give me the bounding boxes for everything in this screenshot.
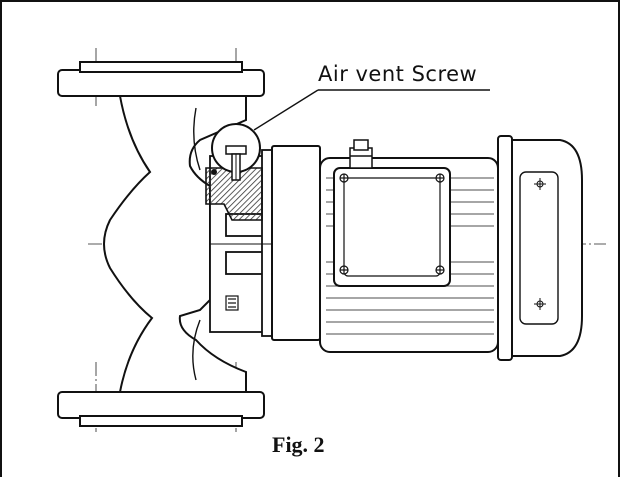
callout-leader (253, 89, 490, 131)
terminal-box (333, 167, 451, 287)
section-hatching (205, 167, 263, 221)
bracket-screw (225, 295, 239, 311)
top-flange (57, 61, 265, 97)
motor-flange (271, 145, 321, 341)
figure-caption: Fig. 2 (272, 432, 325, 457)
air-vent-screw-label: Air vent Screw (318, 62, 478, 86)
cable-gland (349, 139, 373, 169)
air-vent-screw (211, 123, 261, 181)
fan-cover (497, 135, 583, 361)
bottom-flange (57, 391, 265, 427)
pump-bracket (209, 149, 283, 337)
pump-casing (103, 95, 247, 393)
